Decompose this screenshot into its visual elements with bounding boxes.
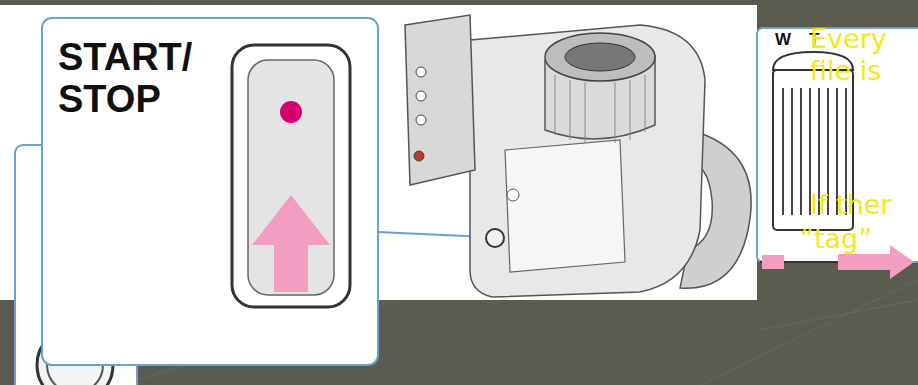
note-text: Every — [810, 24, 887, 54]
illustration-part — [565, 43, 635, 71]
illustration-part — [414, 151, 424, 161]
illustration-part — [555, 75, 645, 143]
knurl-line — [782, 88, 784, 215]
illustration-part — [545, 33, 655, 81]
illustration-part — [252, 195, 330, 292]
note-text: file is — [810, 56, 881, 86]
button-callout-box: START/ STOP — [42, 18, 378, 365]
illustration-part — [757, 28, 918, 262]
illustration-part — [280, 101, 302, 123]
illustration-part — [416, 115, 426, 125]
illustration-part — [405, 15, 475, 185]
knurl-line — [791, 88, 793, 215]
button-name: START/ STOP — [58, 36, 218, 120]
illustration-part — [42, 18, 378, 365]
illustration-part — [507, 189, 519, 201]
knurl-line — [800, 88, 802, 215]
illustration-part — [416, 91, 426, 101]
illustration-part — [416, 67, 426, 77]
zoom-wide-label: W — [775, 30, 805, 50]
illustration-part — [486, 229, 504, 247]
note-text: “tag” — [800, 224, 872, 254]
note-text: If ther — [810, 190, 891, 220]
illustration-part — [505, 140, 625, 272]
illustration-part — [248, 60, 334, 295]
illustration-part — [232, 45, 350, 307]
illustration-part — [555, 75, 645, 143]
illustration-part — [470, 25, 705, 297]
illustration-part — [762, 255, 784, 269]
